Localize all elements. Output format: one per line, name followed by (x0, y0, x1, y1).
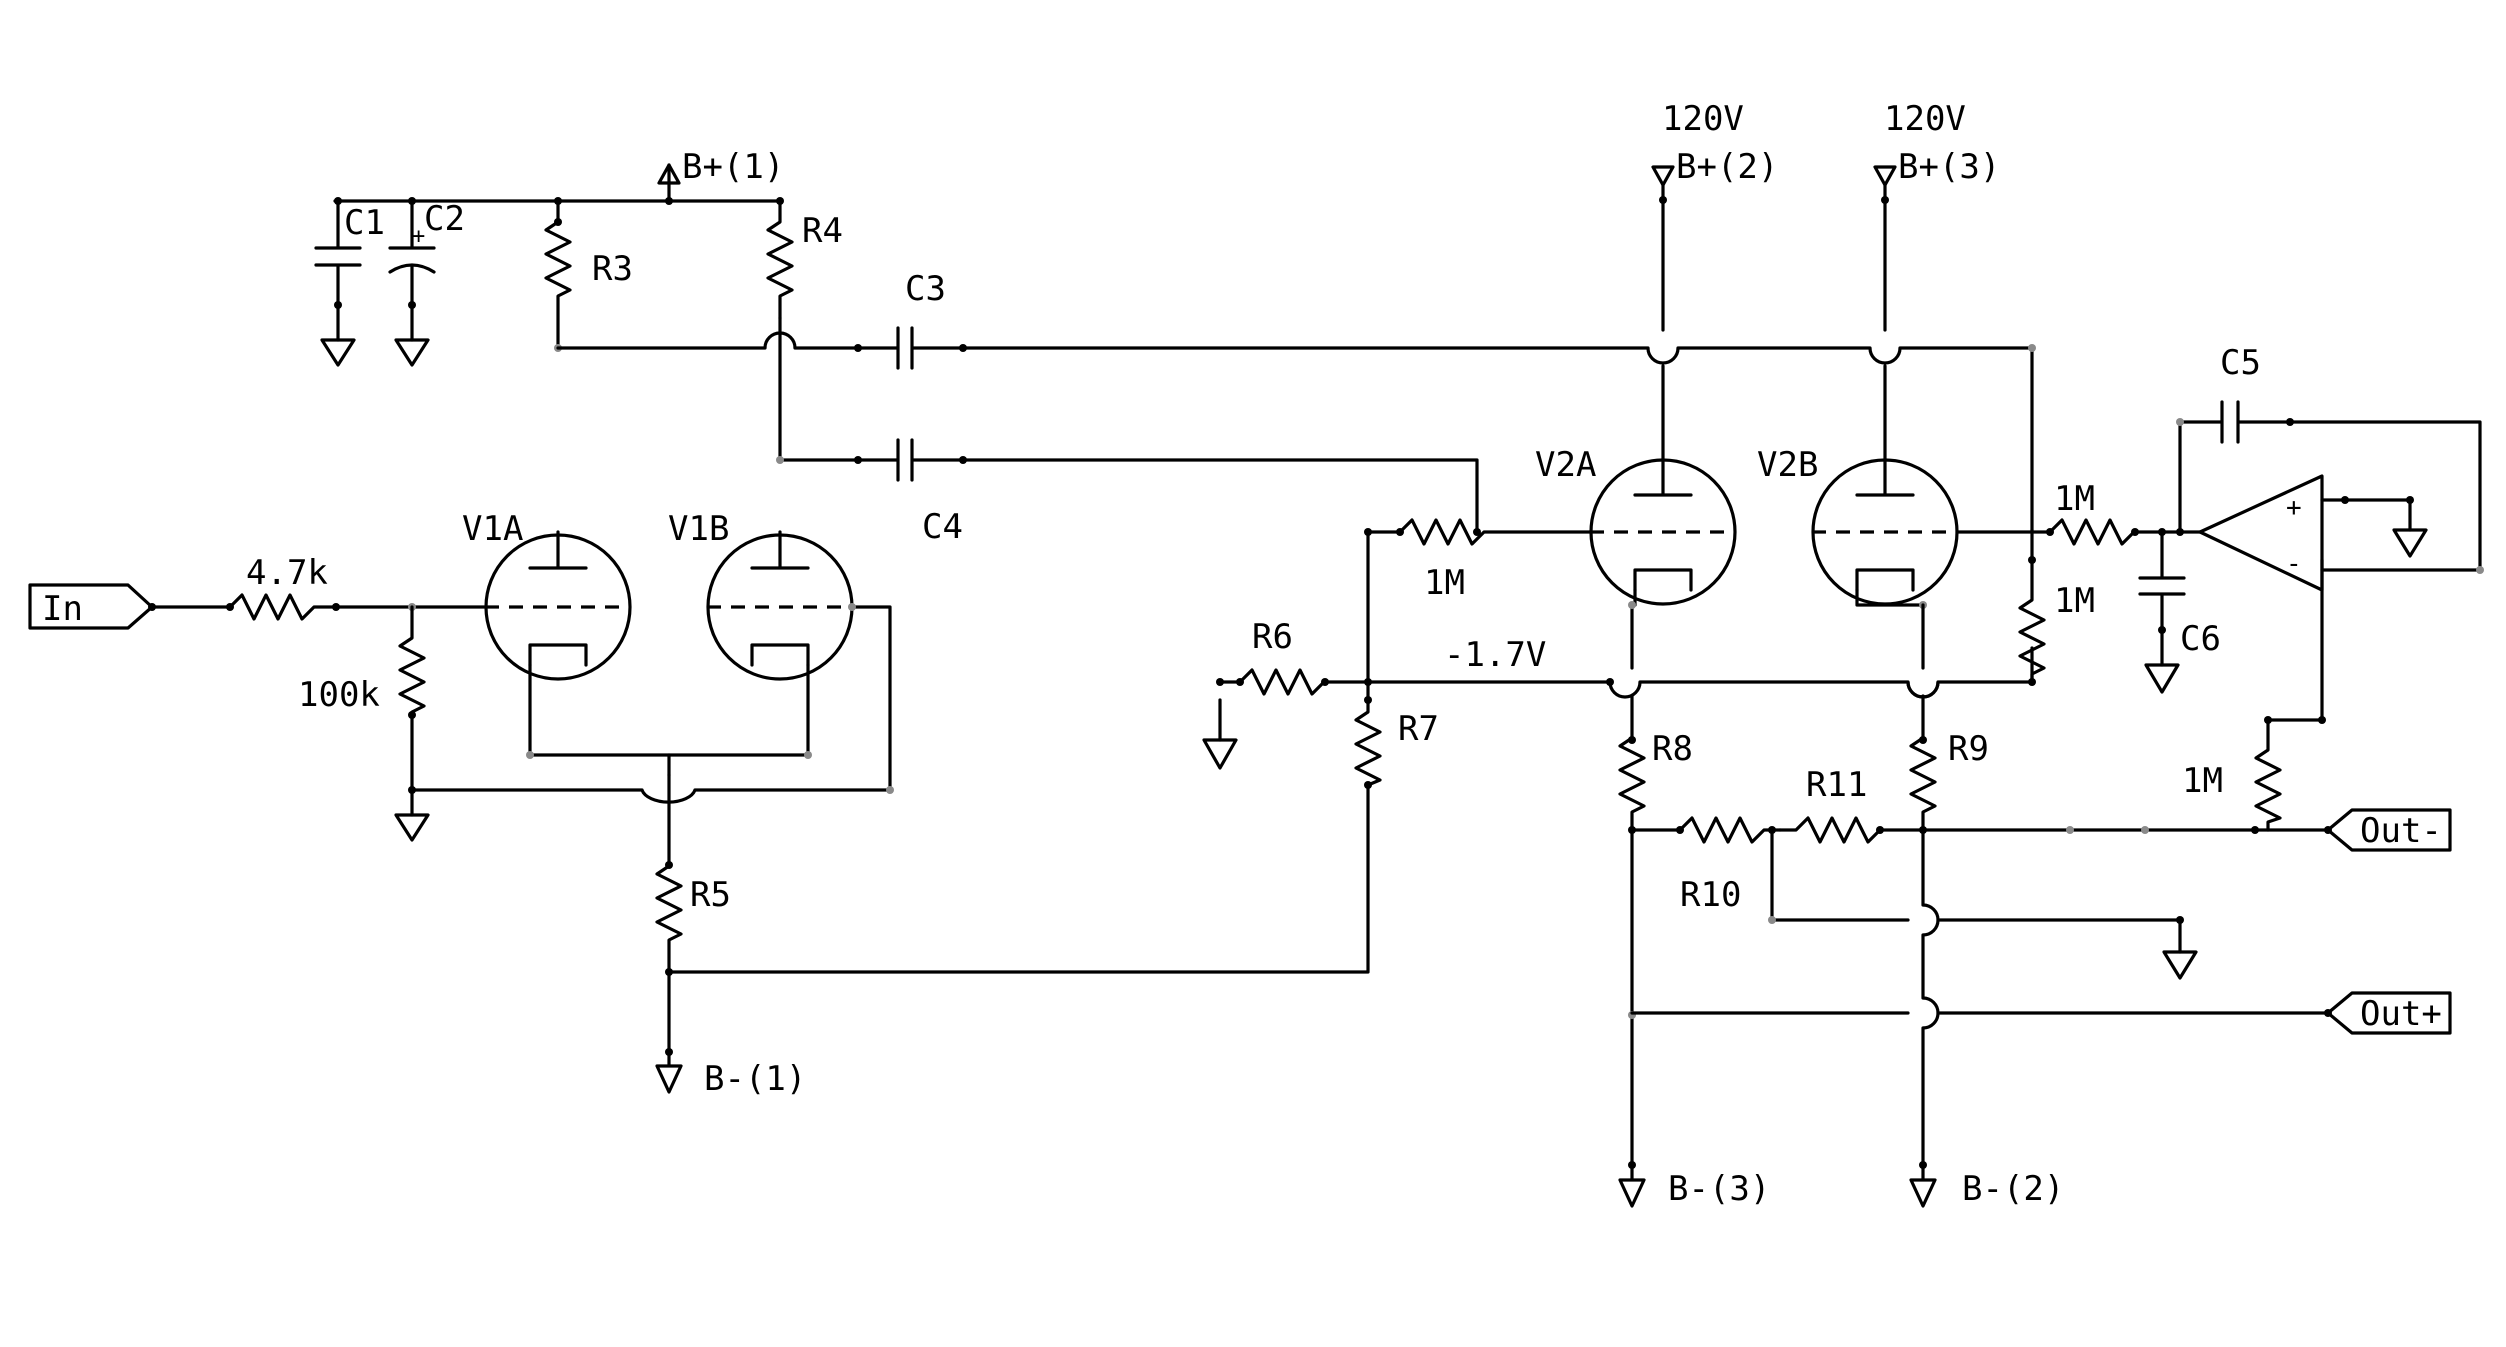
tube-v2b: V2B (1757, 364, 1959, 609)
bias-voltage-label: -1.7V (1444, 635, 1546, 675)
r7-label: R7 (1398, 709, 1439, 749)
ground-r10 (1768, 828, 2198, 980)
resistor-1m-v2a-grid: 1M (1364, 518, 1592, 684)
output-minus-net (1921, 826, 2332, 834)
output-port-plus[interactable]: Out+ (2326, 991, 2452, 1035)
tube-v2a: V2A (1535, 364, 1737, 670)
r9-label: R9 (1948, 729, 1989, 769)
output-plus-net (1630, 1009, 2332, 1017)
v2b-label: V2B (1757, 445, 1818, 485)
resistor-r4: R4 (766, 199, 843, 320)
wire-c3-net: C3 (556, 269, 2036, 532)
r3-label: R3 (592, 249, 633, 289)
resistor-r10: R10 (1630, 816, 1782, 915)
resistor-grid-100k: 100k (298, 605, 426, 792)
r5-label: R5 (690, 875, 731, 915)
supply-bminus3: B-(3) (1618, 1163, 1770, 1209)
resistor-r9: R9 (1906, 603, 1989, 1169)
supply-bminus2: B-(2) (1909, 1163, 2064, 1209)
resistor-1m-v2b: 1M (2018, 528, 2095, 684)
bplus1-label: B+(1) (682, 147, 784, 187)
r-1m-b-label: 1M (2054, 479, 2095, 519)
v1b-label: V1B (668, 509, 729, 549)
v1a-label: V1A (462, 509, 523, 549)
opamp-minus-sign: - (2286, 549, 2302, 579)
bminus3-label: B-(3) (1668, 1169, 1770, 1209)
supply-rail-bplus1: B+(1) (333, 147, 784, 205)
resistor-1m-opamp-input: 1M (1955, 479, 2202, 546)
out-plus-label: Out+ (2360, 994, 2442, 1034)
ground-input (394, 786, 644, 842)
output-port-minus[interactable]: Out- (2326, 808, 2452, 852)
bplus3-label: B+(3) (1898, 147, 2000, 187)
supply-bminus1: B-(1) (655, 1050, 806, 1099)
resistor-r5: R5 (640, 753, 1370, 1056)
c4-label: C4 (922, 507, 963, 547)
r-grid-label: 100k (298, 675, 380, 715)
c1-label: C1 (344, 203, 385, 243)
bias-rail: -1.7V (1364, 635, 2036, 699)
resistor-r3: R3 (544, 199, 633, 352)
in-port-label: In (42, 589, 83, 629)
capacitor-c2: C2 + (388, 197, 465, 367)
resistor-1m-feedback: 1M (2182, 716, 2282, 832)
resistor-r7: R7 (1354, 680, 1439, 789)
bplus2-label: B+(2) (1676, 147, 1778, 187)
r-1m-a-label: 1M (1424, 563, 1465, 603)
r-1m-c-label: 1M (2054, 581, 2095, 621)
resistor-r8: R8 (1618, 694, 1693, 1169)
tube-v1b: V1B (668, 509, 894, 794)
c3-label: C3 (905, 269, 946, 309)
r10-label: R10 (1680, 875, 1741, 915)
tube-v1a: V1A (462, 509, 810, 759)
c2-polarity-mark: + (412, 224, 425, 249)
v120-a-label: 120V (1662, 99, 1744, 139)
r6-label: R6 (1252, 617, 1293, 657)
capacitor-c6: C6 (2138, 528, 2221, 694)
r4-label: R4 (802, 211, 843, 251)
r-1m-d-label: 1M (2182, 761, 2223, 801)
supply-bplus3: 120V B+(3) (1873, 99, 2000, 332)
resistor-r11: R11 (1778, 765, 1927, 844)
wire-c4-net: C4 (776, 316, 1479, 547)
c6-label: C6 (2180, 619, 2221, 659)
c2-label: C2 (424, 199, 465, 239)
capacitor-c1: C1 (314, 197, 385, 367)
resistor-r6: R6 (1202, 617, 1370, 770)
r8-label: R8 (1652, 729, 1693, 769)
out-minus-label: Out- (2360, 811, 2442, 851)
input-port[interactable]: In (28, 583, 156, 630)
supply-bplus2: 120V B+(2) (1651, 99, 1778, 332)
bminus1-label: B-(1) (704, 1059, 806, 1099)
r11-label: R11 (1806, 765, 1867, 805)
opamp: + - (2198, 474, 2428, 724)
capacitor-c5: C5 (2176, 343, 2484, 574)
c5-label: C5 (2220, 343, 2261, 383)
opamp-plus-sign: + (2286, 493, 2302, 523)
v120-b-label: 120V (1884, 99, 1966, 139)
v2a-label: V2A (1535, 445, 1596, 485)
resistor-input-4k7: 4.7k (150, 553, 487, 621)
r-in-label: 4.7k (246, 553, 328, 593)
bminus2-label: B-(2) (1962, 1169, 2064, 1209)
